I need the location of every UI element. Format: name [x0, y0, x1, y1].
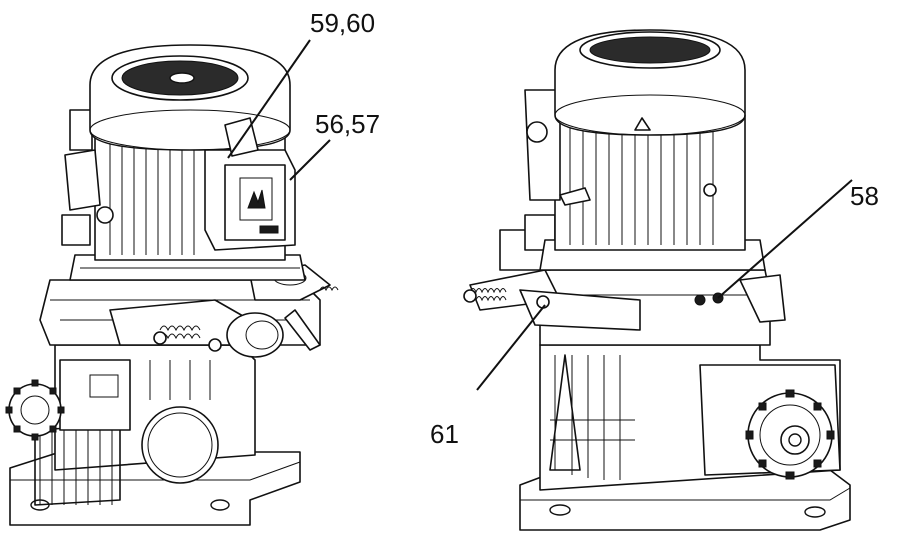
leader-line-58: [717, 179, 853, 299]
callout-61: 61: [430, 419, 459, 449]
left-machine-illustration: [5, 44, 339, 526]
callout-58: 58: [850, 181, 879, 211]
leader-line-61: [476, 304, 546, 391]
right-machine-illustration: [463, 29, 851, 531]
callout-59-60: 59,60: [310, 8, 375, 38]
leader-line-59-60: [227, 39, 311, 159]
callout-56-57: 56,57: [315, 109, 380, 139]
leader-line-56-57: [289, 139, 331, 181]
